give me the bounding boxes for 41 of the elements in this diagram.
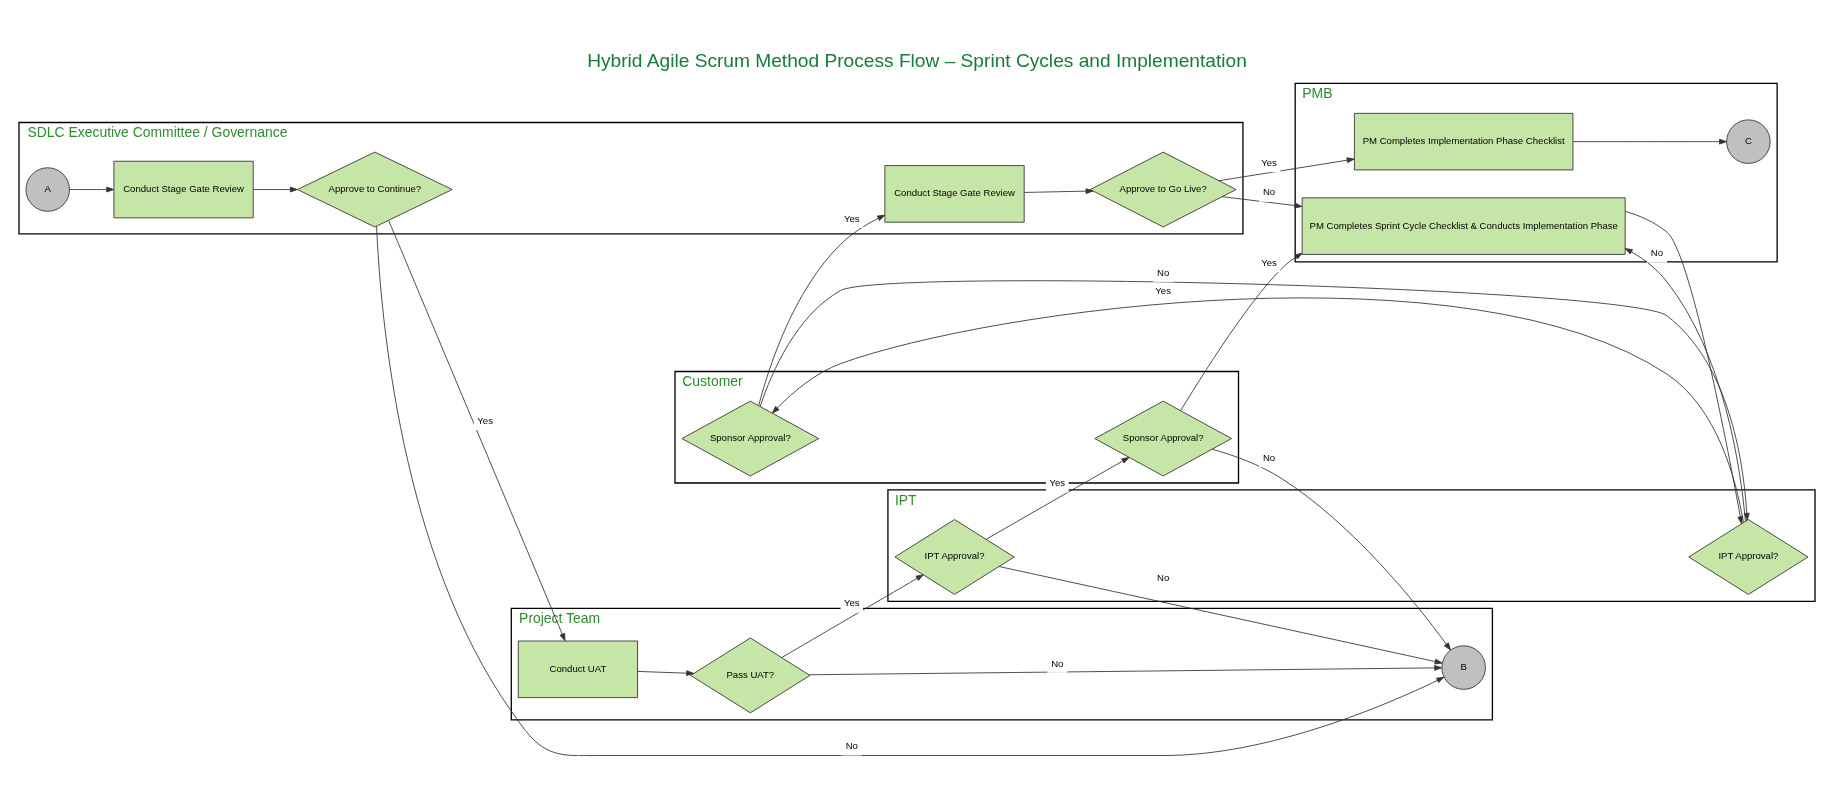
edge-label: No xyxy=(1157,571,1170,583)
arrow xyxy=(388,219,566,641)
node-circle: B xyxy=(1441,644,1486,690)
arrow xyxy=(69,186,115,192)
node-box: Conduct Stage Gate Review xyxy=(113,160,254,218)
arrow xyxy=(781,573,924,658)
node-box: PM Completes Sprint Cycle Checklist & Conducts Implementation Phase xyxy=(1301,196,1626,255)
node-diamond: IPT Approval? xyxy=(1688,518,1809,595)
edge-label: No xyxy=(1157,266,1170,278)
node-box: Conduct UAT xyxy=(517,640,638,698)
node-diamond: Pass UAT? xyxy=(690,637,811,713)
edge-label: Yes xyxy=(477,414,493,426)
node-circle: C xyxy=(1726,118,1771,164)
node-box: PM Completes Implementation Phase Checklist xyxy=(1353,112,1574,170)
edge-label: No xyxy=(1051,657,1064,669)
edge-label: Yes xyxy=(843,596,860,608)
node-circle: A xyxy=(25,166,70,212)
node-diamond: Sponsor Approval? xyxy=(681,400,820,476)
edge-label: Yes xyxy=(843,212,860,224)
arrow xyxy=(808,664,1443,675)
arrow xyxy=(1572,138,1727,145)
node-diamond: IPT Approval? xyxy=(894,518,1015,595)
edge-label: No xyxy=(845,739,858,751)
node-diamond: Sponsor Approval? xyxy=(1094,400,1232,476)
edge-label: Yes xyxy=(1155,284,1171,296)
arrow xyxy=(998,565,1443,664)
edge-label: No xyxy=(1262,451,1276,463)
diagram-title: Hybrid Agile Scrum Method Process Flow – Sprint Cycles and Implementation xyxy=(587,49,1247,71)
node-diamond: Approve to Go Live? xyxy=(1089,151,1237,227)
arrow xyxy=(985,456,1130,540)
edge-label: No xyxy=(1650,246,1664,258)
arrow xyxy=(1023,187,1094,194)
node-diamond: Approve to Continue? xyxy=(297,151,453,227)
edge-label: Yes xyxy=(1261,156,1277,168)
arrow xyxy=(637,669,695,676)
arrow xyxy=(758,214,886,406)
node-box: Conduct Stage Gate Review xyxy=(884,164,1025,223)
edge-label: Yes xyxy=(1261,256,1277,268)
edge-label: No xyxy=(1262,185,1276,197)
arrow xyxy=(252,186,298,192)
arrow xyxy=(1221,195,1303,208)
